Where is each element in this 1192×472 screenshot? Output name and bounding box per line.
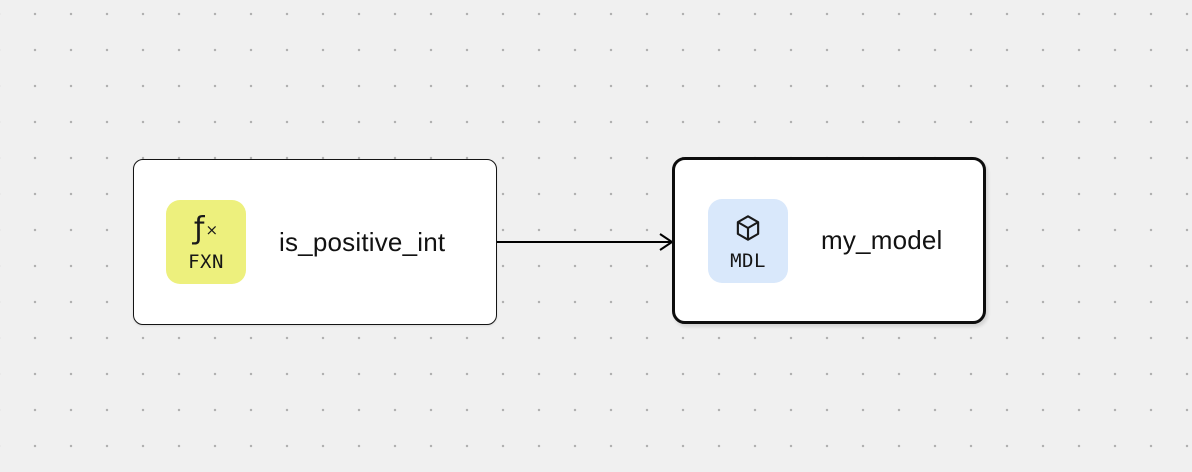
badge-type-label: MDL — [730, 249, 766, 272]
node-is-positive-int[interactable]: ƒ × FXN is_positive_int — [133, 159, 497, 325]
node-my-model[interactable]: MDL my_model — [672, 157, 986, 324]
model-badge: MDL — [708, 198, 788, 283]
function-x-glyph: × — [205, 221, 219, 239]
function-badge: ƒ × FXN — [166, 200, 246, 284]
cube-icon — [732, 209, 764, 247]
node-label: my_model — [821, 225, 943, 255]
edge-arrow[interactable] — [497, 228, 675, 256]
function-icon: ƒ × — [194, 210, 218, 248]
node-label: is_positive_int — [279, 226, 446, 257]
badge-type-label: FXN — [188, 251, 224, 273]
function-f-glyph: ƒ — [193, 211, 205, 246]
